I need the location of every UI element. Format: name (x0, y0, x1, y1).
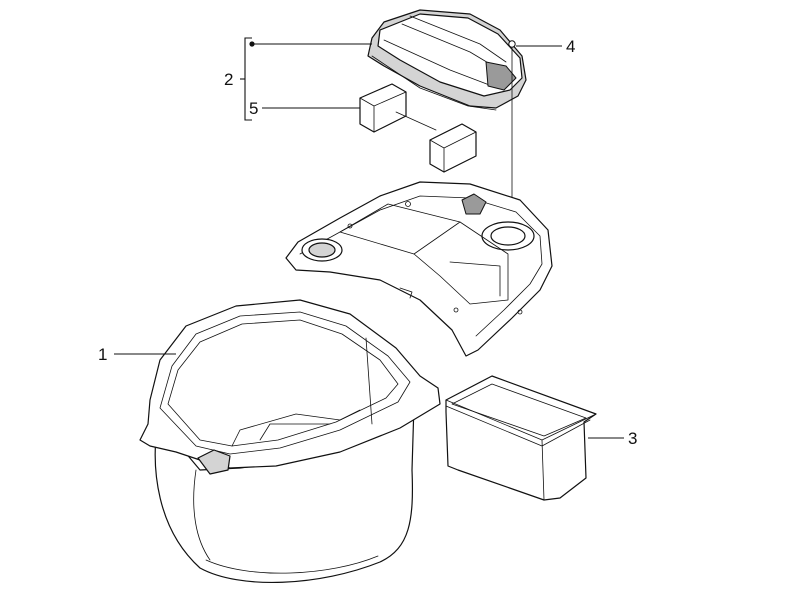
pad-link-line (395, 111, 437, 131)
leader-lines (114, 37, 624, 439)
callout-2: 2 (224, 70, 233, 89)
part-3-small-box (445, 375, 597, 501)
mounting-plate (285, 181, 553, 357)
part-1-storage-tub (139, 299, 441, 584)
part-2-lid (367, 9, 527, 111)
callout-5: 5 (249, 99, 258, 118)
callout-3: 3 (628, 429, 637, 448)
part-5-foam-pads (359, 83, 477, 173)
callout-1: 1 (98, 345, 107, 364)
callout-4: 4 (566, 37, 575, 56)
